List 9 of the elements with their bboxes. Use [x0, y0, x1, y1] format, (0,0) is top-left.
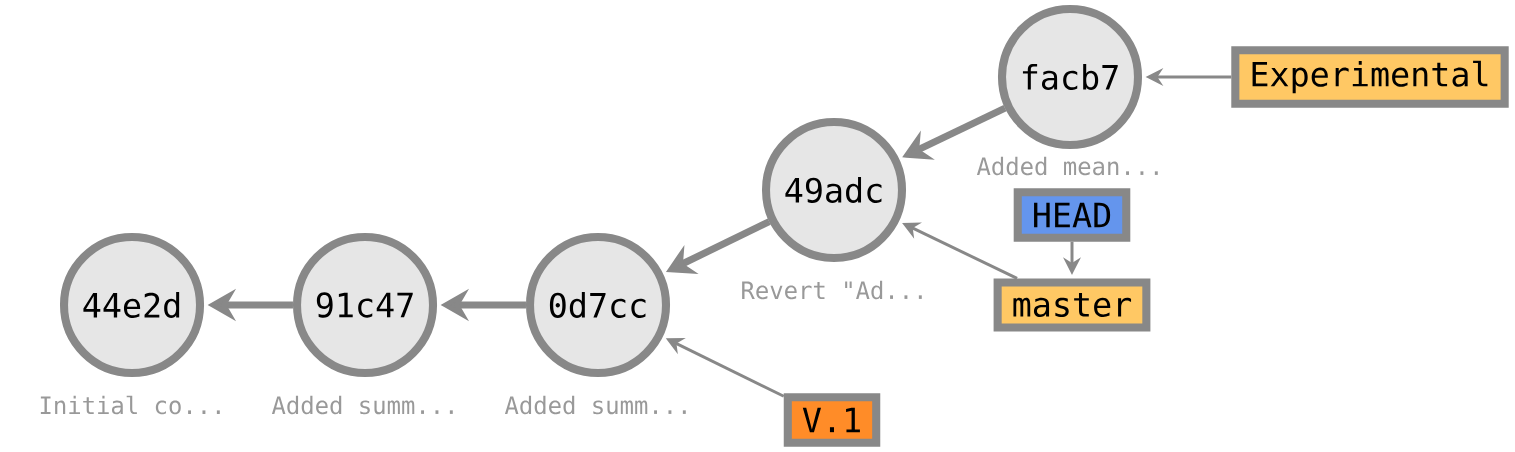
branch-label: V.1: [783, 393, 881, 447]
commit-message: Added mean...: [976, 156, 1158, 176]
commit-message: Added summ...: [504, 395, 686, 415]
branch-label: Experimental: [1231, 46, 1509, 108]
branch-label: master: [993, 278, 1151, 332]
commit-message: Added summ...: [271, 395, 453, 415]
commit-message: Initial co...: [40, 395, 220, 415]
branch-label: HEAD: [1013, 188, 1131, 242]
commit-message: Revert "Ad...: [742, 280, 922, 300]
